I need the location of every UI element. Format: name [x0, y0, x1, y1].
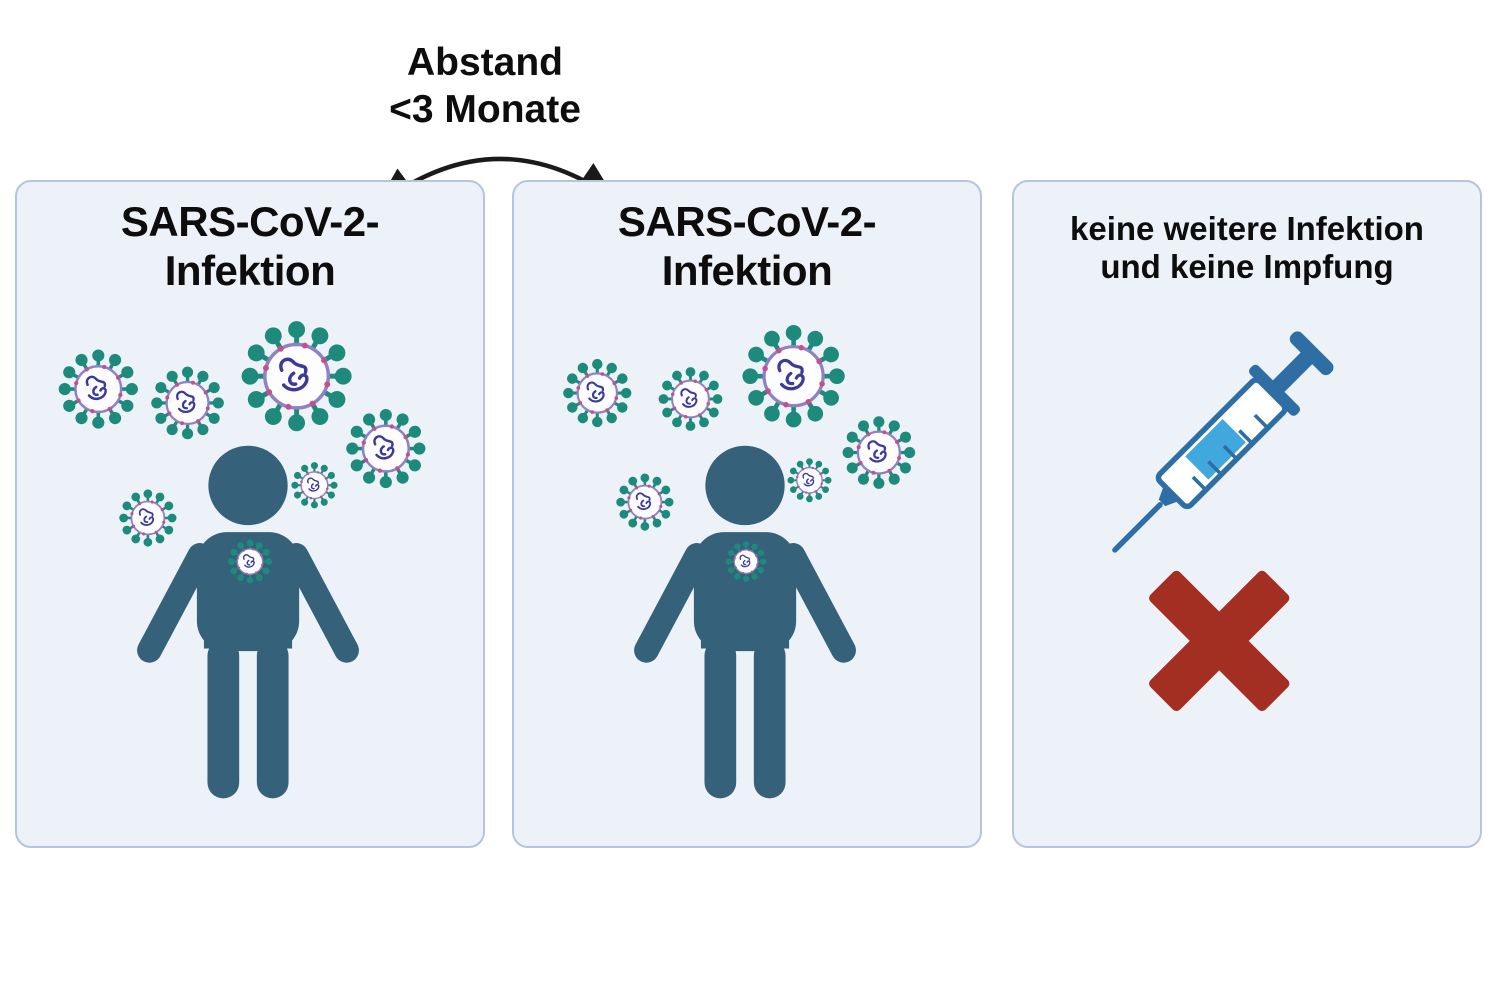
panel-title-first-infection: SARS-CoV-2- Infektion: [25, 198, 475, 295]
person-icon: [132, 445, 364, 799]
virus-icon: [244, 324, 349, 429]
person-icon: [629, 445, 861, 799]
panel-title-line: Infektion: [164, 246, 336, 294]
virus-icon: [658, 367, 723, 431]
panel-second-infection: SARS-CoV-2- Infektion: [512, 180, 982, 848]
panel-title-line: SARS-CoV-2-: [120, 198, 380, 245]
virus-icon: [151, 366, 224, 440]
virus-icon: [119, 489, 177, 547]
virus-icon: [563, 358, 632, 428]
virus-icon: [346, 408, 426, 489]
virus-icon: [291, 462, 338, 509]
panel-title-line: keine weitere Infektion: [1070, 210, 1424, 247]
virus-icon: [842, 416, 916, 489]
panel-first-infection: SARS-CoV-2- Infektion: [15, 180, 485, 848]
gap-annotation: Abstand <3 Monate: [330, 40, 640, 134]
syringe-icon: [1112, 331, 1334, 553]
panel-title-second-infection: SARS-CoV-2- Infektion: [522, 198, 972, 295]
panel-title-line: SARS-CoV-2-: [617, 198, 877, 245]
outcome-scene: [1112, 331, 1334, 712]
gap-annotation-line1: Abstand: [407, 41, 563, 84]
x-mark-icon: [1149, 570, 1290, 712]
virus-icon: [745, 327, 843, 425]
virus-icon: [616, 473, 674, 531]
panel-title-line: Infektion: [661, 246, 833, 294]
panel-title-line: und keine Impfung: [1100, 248, 1394, 286]
virus-icon: [787, 458, 832, 503]
virus-icon: [58, 349, 138, 429]
panel-title-outcome: keine weitere Infektion und keine Impfun…: [1022, 210, 1472, 287]
gap-annotation-line2: <3 Monate: [389, 87, 581, 131]
panel-outcome: keine weitere Infektion und keine Impfun…: [1012, 180, 1482, 848]
